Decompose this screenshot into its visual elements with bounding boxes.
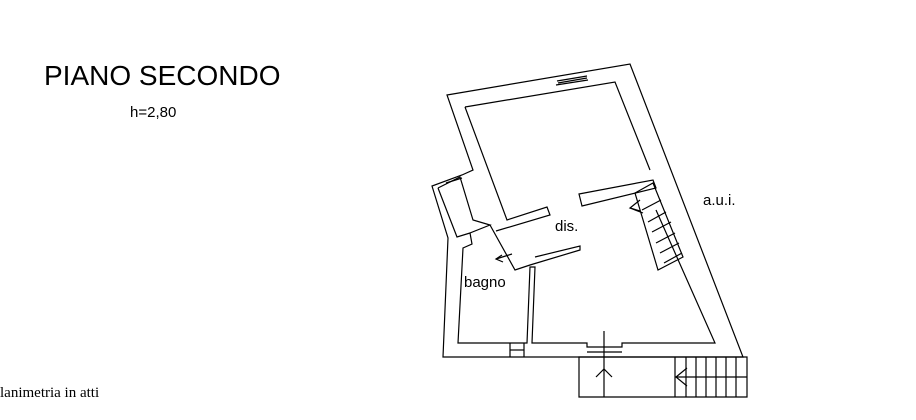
entry-stair-arrow-icon [675,367,688,387]
ceiling-height-label: h=2,80 [130,104,177,121]
main-room-left-wall [464,106,551,232]
left-room-outer-wall [437,187,471,238]
room-label-aui: a.u.i. [703,192,736,209]
entry-landing [578,356,748,398]
dis-partition [489,224,581,271]
stairs [634,182,684,271]
outer-wall [431,63,744,358]
left-window [445,177,463,184]
top-window [555,79,589,86]
floor-title: PIANO SECONDO [44,60,281,91]
room-label-bagno: bagno [464,274,506,291]
left-room-inner [437,176,716,348]
room-label-dis: dis. [555,218,579,235]
main-room-inner [464,81,651,171]
partition-wall [578,179,657,207]
footer-caption: lanimetria in atti [0,385,100,401]
up-arrow-icon [595,368,613,378]
